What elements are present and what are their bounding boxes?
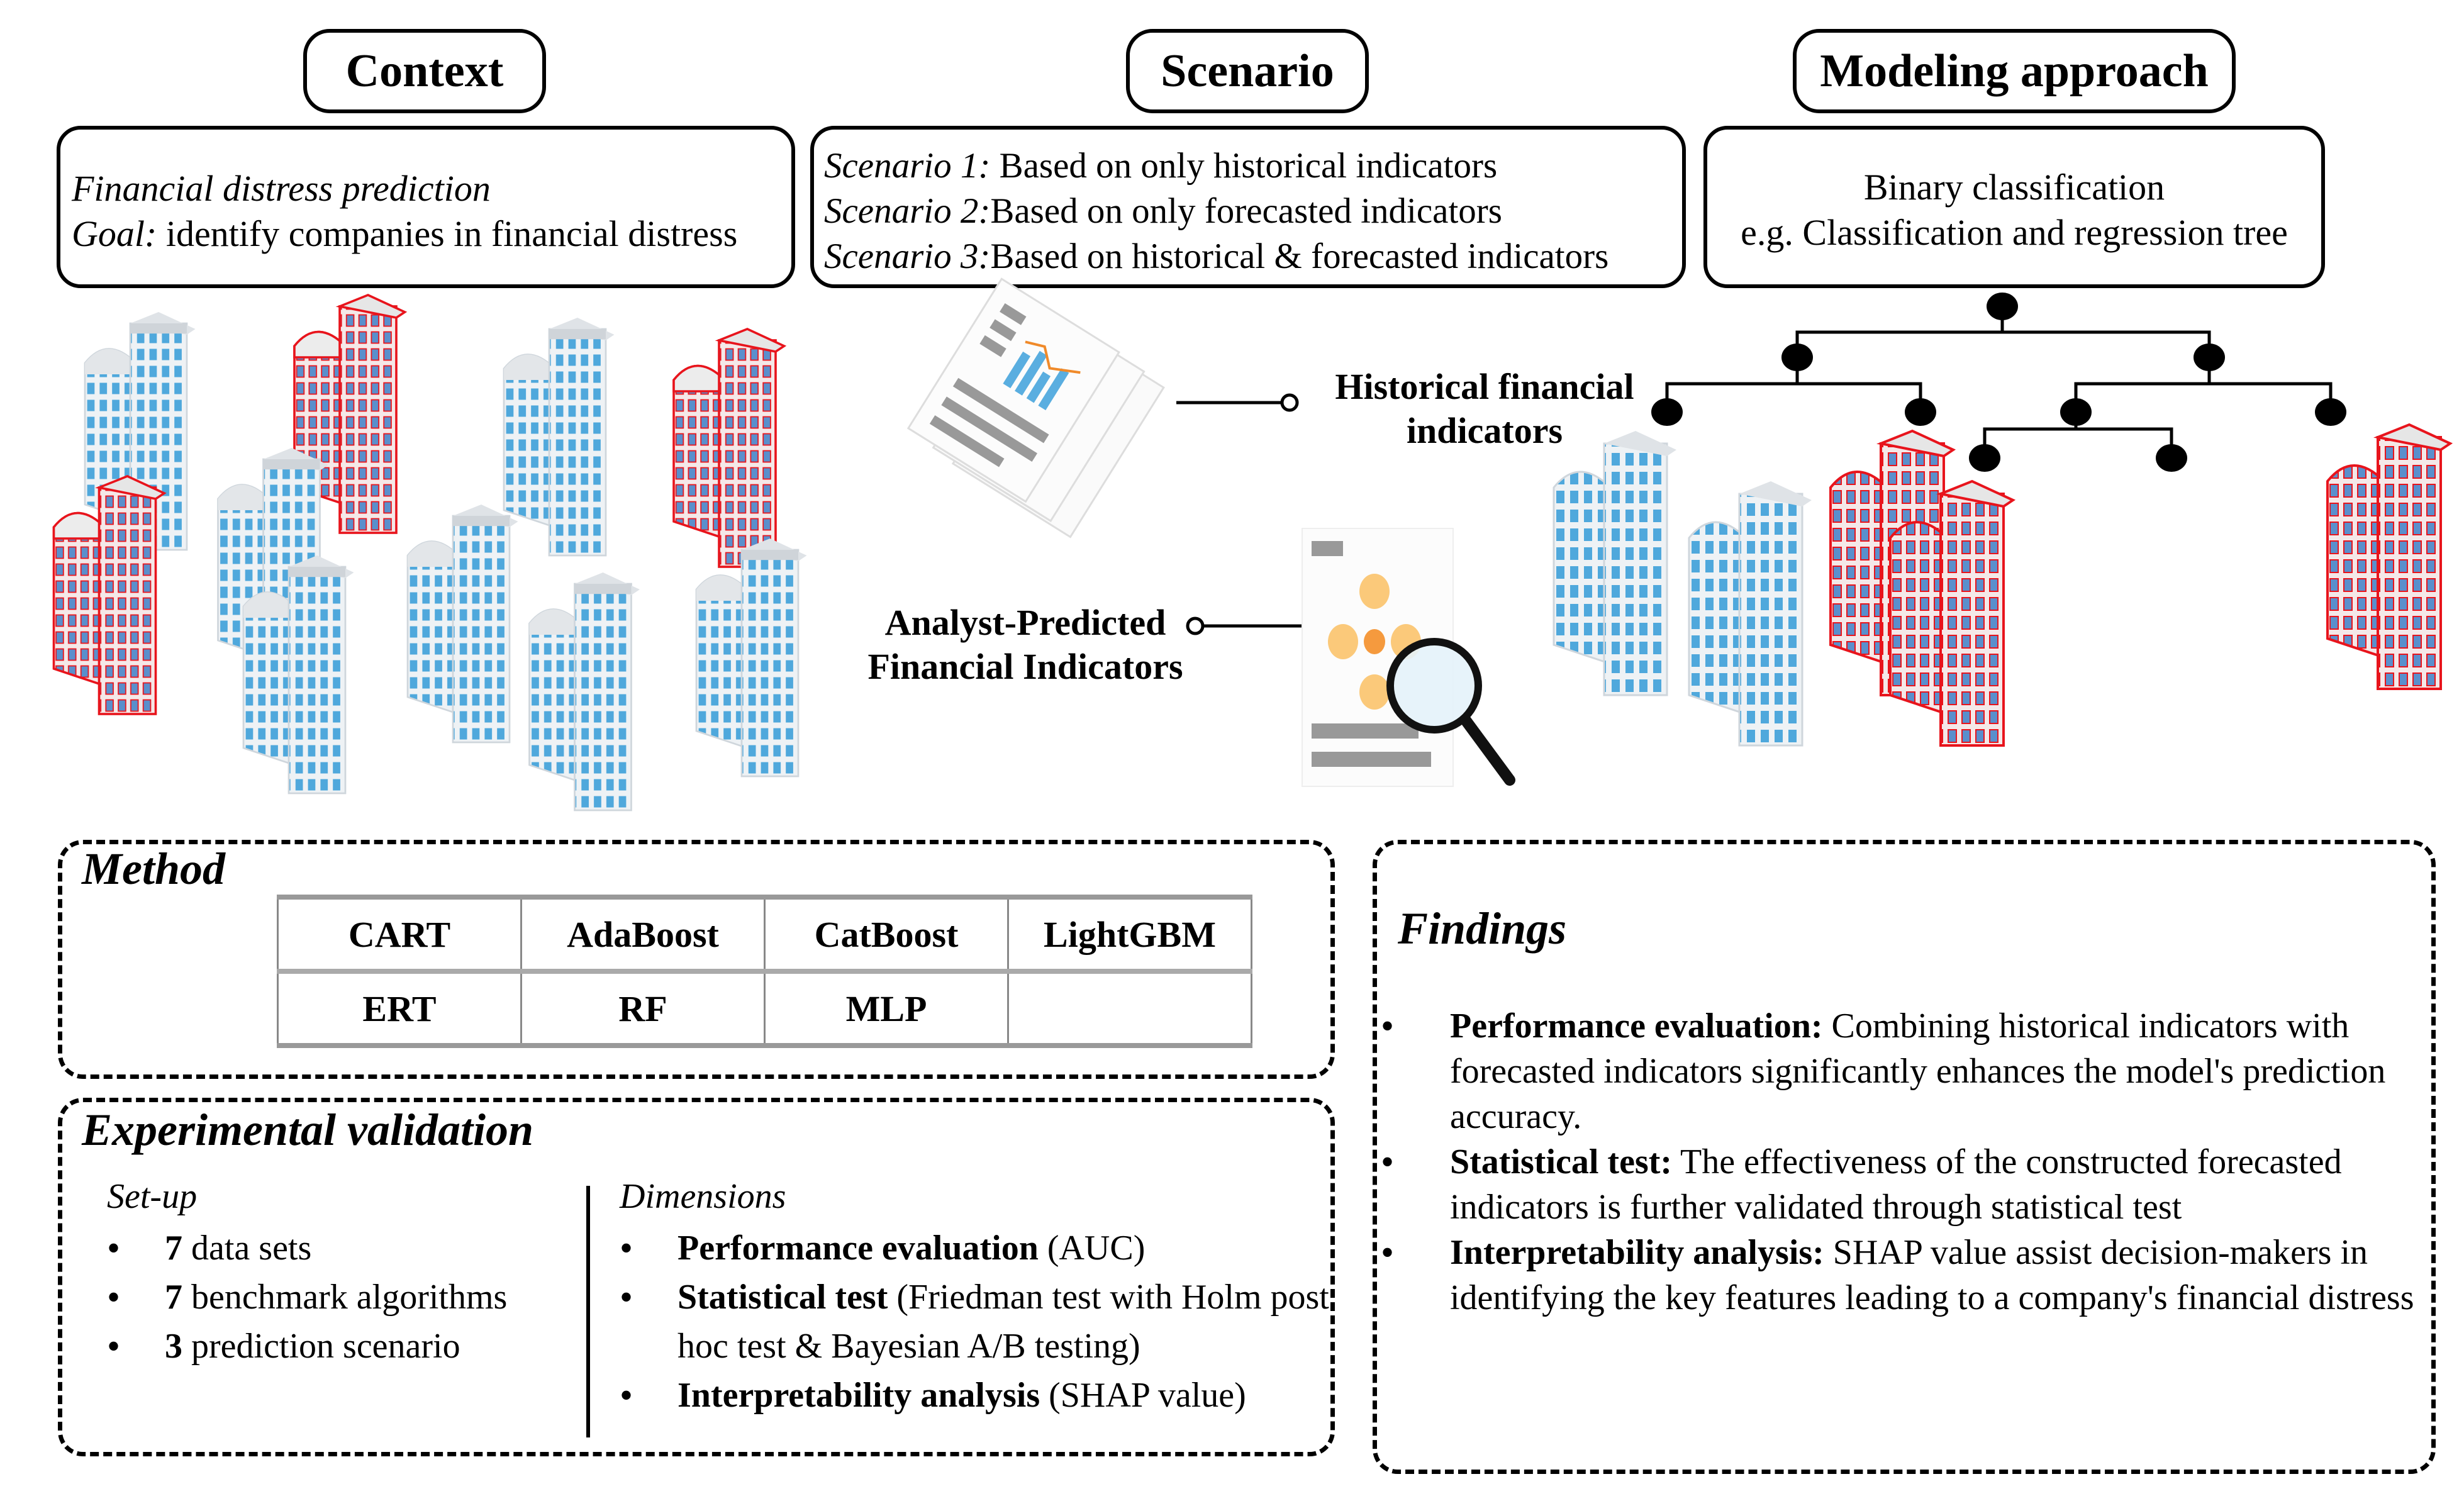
context-header-label: Context <box>345 45 504 97</box>
distressed-company-building <box>672 328 786 568</box>
validation-title: Experimental validation <box>82 1105 534 1155</box>
method-cell: CatBoost <box>764 895 1009 974</box>
distressed-company-leaf <box>2326 423 2451 690</box>
modeling-line2: e.g. Classification and regression tree <box>1741 212 2288 253</box>
scenario-item-2: Scenario 2:Based on only forecasted indi… <box>824 191 1502 231</box>
setup-item: 7 data sets <box>107 1224 507 1273</box>
tree-node-leaf <box>1651 398 1683 426</box>
methods-row: CART AdaBoost CatBoost LightGBM <box>277 895 1252 974</box>
method-title: Method <box>82 844 226 894</box>
healthy-company-building <box>528 571 641 812</box>
goal-label: Goal: <box>72 213 157 254</box>
method-cell: AdaBoost <box>520 895 766 974</box>
healthy-company-building <box>503 316 615 557</box>
historical-connector <box>1176 393 1299 412</box>
analyst-forecast-document-magnifier-icon <box>1302 528 1515 787</box>
dimension-item: Statistical test (Friedman test with Hol… <box>620 1273 1330 1371</box>
decision-tree-diagram <box>1553 293 2451 747</box>
dimension-item: Interpretability analysis (SHAP value) <box>620 1371 1330 1420</box>
findings-section <box>1373 840 2436 1474</box>
method-cell: LightGBM <box>1007 895 1252 974</box>
methods-table: CART AdaBoost CatBoost LightGBM ERT RF M… <box>277 895 1252 1048</box>
setup-item: 7 benchmark algorithms <box>107 1273 507 1322</box>
modeling-line1: Binary classification <box>1863 167 2165 208</box>
method-section <box>58 840 1335 1079</box>
methods-row: ERT RF MLP <box>277 970 1252 1048</box>
tree-node <box>2194 343 2225 371</box>
distressed-company-building <box>52 475 165 715</box>
analyst-connector <box>1186 617 1302 635</box>
scenario-header: Scenario <box>1126 29 1369 113</box>
tree-node-leaf <box>1905 398 1936 426</box>
findings-list: Performance evaluation: Combining histor… <box>1381 1003 2425 1320</box>
analyst-predicted-indicators-label: Analyst-Predicted Financial Indicators <box>867 602 1183 687</box>
modeling-header-label: Modeling approach <box>1820 45 2209 97</box>
healthy-company-building <box>406 503 519 744</box>
modeling-header: Modeling approach <box>1793 29 2236 113</box>
scenario-item-3: Scenario 3:Based on historical & forecas… <box>824 237 1609 276</box>
dimensions-list: Performance evaluation (AUC) Statistical… <box>620 1224 1330 1420</box>
experimental-validation-section <box>58 1098 1335 1456</box>
healthy-company-building <box>695 537 808 778</box>
method-cell: ERT <box>277 970 522 1048</box>
historical-report-documents-icon <box>906 277 1165 538</box>
tree-node <box>1781 343 1813 371</box>
method-cell: RF <box>520 970 766 1048</box>
company-buildings-illustration <box>52 294 808 812</box>
finding-item: Statistical test: The effectiveness of t… <box>1381 1139 2425 1230</box>
scenario-item-1: Scenario 1: Based on only historical ind… <box>824 146 1498 186</box>
goal-text: identify companies in financial distress <box>157 213 738 254</box>
context-goal: Goal: identify companies in financial di… <box>72 211 791 257</box>
finding-item: Performance evaluation: Combining histor… <box>1381 1003 2425 1139</box>
method-cell <box>1007 970 1252 1048</box>
tree-node-leaf <box>1969 444 2000 472</box>
context-header: Context <box>303 29 546 113</box>
historical-indicators-label: Historical financial indicators <box>1335 366 1634 451</box>
context-line1: Financial distress prediction <box>72 168 491 209</box>
dimension-item: Performance evaluation (AUC) <box>620 1224 1330 1273</box>
healthy-company-leaf <box>1553 430 1678 696</box>
dimensions-title: Dimensions <box>620 1177 786 1216</box>
modeling-box: Binary classification e.g. Classificatio… <box>1703 126 2325 288</box>
setup-item: 3 prediction scenario <box>107 1322 507 1371</box>
findings-title: Findings <box>1398 903 1567 954</box>
method-cell: MLP <box>764 970 1009 1048</box>
setup-title: Set-up <box>107 1177 198 1216</box>
tree-node-leaf <box>2315 398 2346 426</box>
finding-item: Interpretability analysis: SHAP value as… <box>1381 1230 2425 1320</box>
healthy-company-leaf <box>1688 480 1813 747</box>
scenario-box: Scenario 1: Based on only historical ind… <box>810 126 1686 288</box>
scenario-header-label: Scenario <box>1161 45 1334 97</box>
setup-list: 7 data sets 7 benchmark algorithms 3 pre… <box>107 1224 507 1371</box>
validation-divider <box>586 1186 590 1437</box>
tree-node-leaf <box>2156 444 2187 472</box>
tree-node-root <box>1987 293 2018 320</box>
tree-node <box>2060 398 2092 426</box>
context-box: Financial distress prediction Goal: iden… <box>57 126 795 288</box>
method-cell: CART <box>277 895 522 974</box>
